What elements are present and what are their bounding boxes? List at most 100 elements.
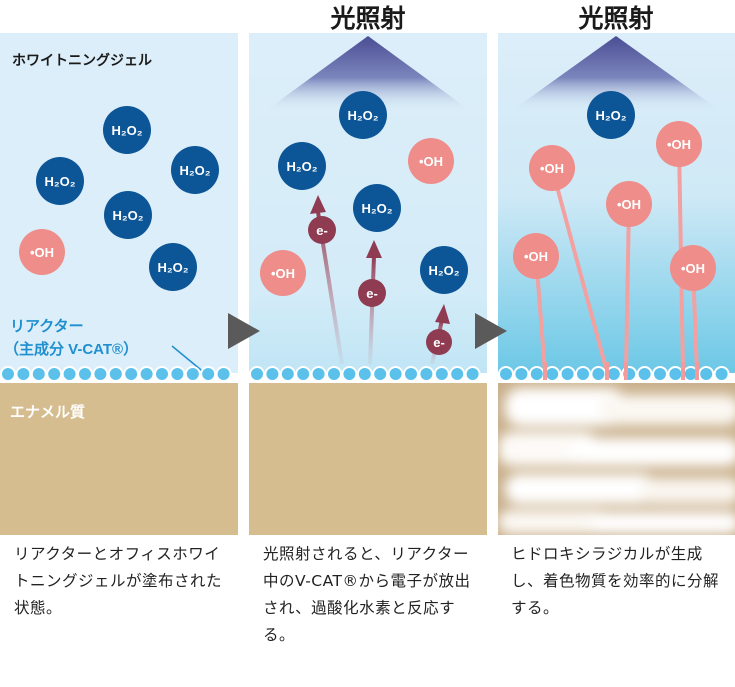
reactor-particle [372,366,389,382]
electron-arrow: e- [426,304,452,365]
svg-text:H₂O₂: H₂O₂ [44,174,75,189]
h2o2-molecule: H₂O₂ [171,146,219,194]
reactor-particle [30,366,47,382]
step-arrow-icon [228,313,260,349]
light-title: 光照射 [329,5,405,33]
oh-radical: •OH [513,233,559,279]
reactor-particle [513,366,530,382]
h2o2-molecule: H₂O₂ [353,184,401,232]
svg-text:•OH: •OH [419,154,443,169]
svg-text:H₂O₂: H₂O₂ [111,123,142,138]
reactor-particle [403,366,419,382]
reactor-particle [326,366,342,382]
h2o2-molecule: H₂O₂ [420,246,468,294]
enamel-layer [249,383,487,535]
reactor-particle [356,366,373,382]
oh-radical: •OH [19,229,65,275]
oh-radical: •OH [260,250,306,296]
svg-text:•OH: •OH [30,245,54,260]
svg-text:•OH: •OH [271,266,295,281]
svg-text:•OH: •OH [667,137,691,152]
reactor-particle [418,366,435,382]
caption-step-2: 光照射されると、リアクター中のV-CAT®から電子が放出され、過酸化水素と反応す… [263,545,471,644]
svg-text:H₂O₂: H₂O₂ [112,208,143,223]
oh-radical: •OH [606,181,652,227]
electron-arrow: e- [358,240,386,365]
reactor-particle [698,366,715,382]
svg-text:e-: e- [316,223,328,238]
h2o2-molecule: H₂O₂ [36,157,84,205]
reactor-particle [77,366,93,382]
h2o2-molecule: H₂O₂ [104,191,152,239]
gel-label: ホワイトニングジェル [12,52,152,68]
reactor-particle [341,366,358,382]
reactor-pointer-line [171,345,207,375]
reactor-particle [61,366,78,382]
reactor-label: リアクター [10,318,84,335]
oh-radical: •OH [670,245,716,291]
light-beam [264,36,472,112]
reactor-particle [154,366,170,382]
reactor-particle [295,366,312,382]
oh-radical: •OH [656,121,702,167]
enamel-label: エナメル質 [10,403,85,421]
reactor-layer [0,366,730,382]
oh-radical: •OH [529,145,575,191]
reactor-particle [449,366,466,382]
svg-text:H₂O₂: H₂O₂ [347,108,378,123]
reactor-particle [0,366,16,382]
panel-before: ホワイトニングジェル リアクター （主成分 V-CAT®） エナメル質 H₂O₂… [0,33,238,535]
reactor-label-sub: （主成分 V-CAT®） [4,340,138,358]
panel-light-irradiation: 光照射 e- e- e- [249,5,487,535]
enamel-layer [0,383,238,535]
reactor-particle [464,366,481,382]
svg-text:H₂O₂: H₂O₂ [361,201,392,216]
h2o2-molecule: H₂O₂ [587,91,635,139]
h2o2-molecule: H₂O₂ [339,91,387,139]
reactor-particle [107,366,124,382]
reactor-particle [636,366,653,382]
reactor-particle [310,366,327,382]
svg-text:H₂O₂: H₂O₂ [157,260,188,275]
reactor-particle [387,366,404,382]
h2o2-molecule: H₂O₂ [278,142,326,190]
reactor-particle [575,366,591,382]
caption-step-1: リアクターとオフィスホワイトニングジェルが塗布された状態。 [14,545,223,617]
svg-text:H₂O₂: H₂O₂ [595,108,626,123]
svg-text:•OH: •OH [540,161,564,176]
reactor-particle [264,366,281,382]
step-arrow-icon [475,313,507,349]
svg-text:•OH: •OH [617,197,641,212]
panel-decomposition: 光照射 H₂O₂ •OH •OH •OH •OH [498,5,735,535]
svg-text:•OH: •OH [524,249,548,264]
decomposition-haze [498,388,735,534]
reactor-particle [433,366,450,382]
reactor-particle [667,366,684,382]
svg-text:H₂O₂: H₂O₂ [286,159,317,174]
light-beam [510,36,722,112]
reactor-particle [46,366,63,382]
svg-text:H₂O₂: H₂O₂ [428,263,459,278]
svg-text:•OH: •OH [681,261,705,276]
reactor-particle [169,366,186,382]
caption-step-3: ヒドロキシラジカルが生成し、着色物質を効率的に分解する。 [511,545,720,617]
reactor-particle [92,366,109,382]
svg-text:H₂O₂: H₂O₂ [179,163,210,178]
reactor-particle [249,366,265,382]
radical-beam-tips [543,362,699,380]
electron-arrow: e- [308,195,344,365]
reactor-particle [528,366,545,382]
light-title: 光照射 [577,5,653,33]
reactor-particle [590,366,607,382]
oh-radical: •OH [408,138,454,184]
reactor-particle [200,366,217,382]
reactor-particle [123,366,140,382]
svg-text:e-: e- [433,335,445,350]
reactor-particle [279,366,296,382]
reactor-particle [652,366,668,382]
reactor-particle [184,366,201,382]
h2o2-molecule: H₂O₂ [103,106,151,154]
reactor-particle [559,366,576,382]
reactor-particle [544,366,561,382]
